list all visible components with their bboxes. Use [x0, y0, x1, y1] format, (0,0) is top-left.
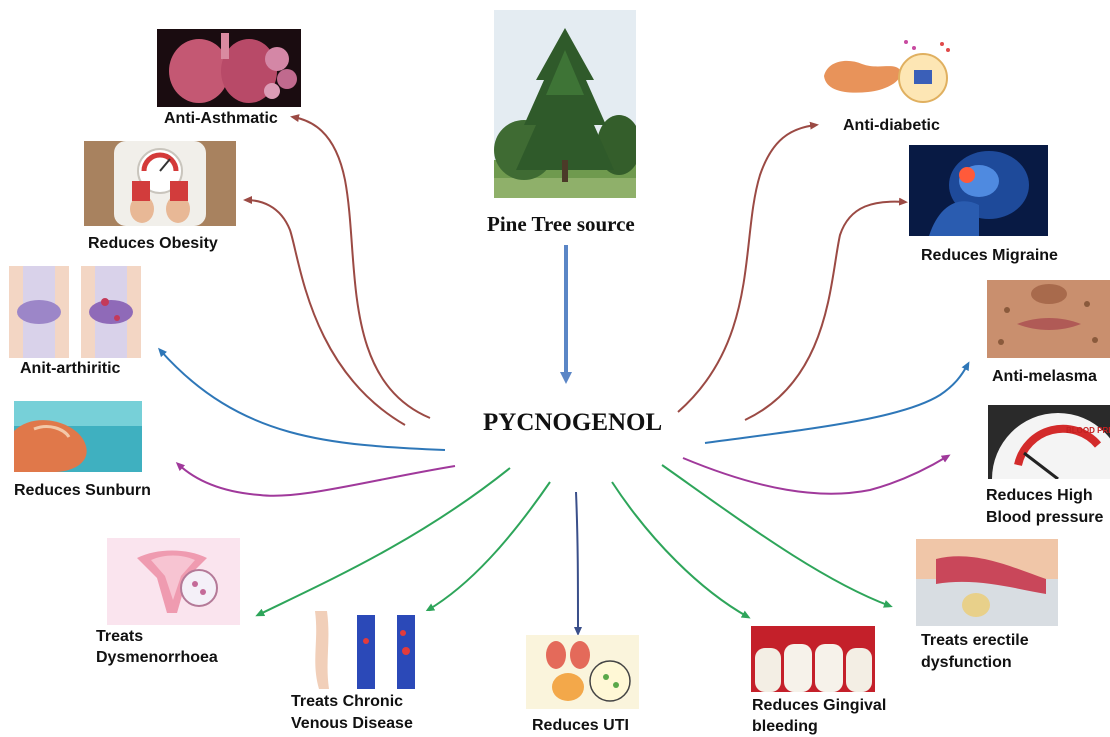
blood-pressure-label-line2: Blood pressure — [986, 509, 1104, 526]
arrow-anti-diabetic — [677, 121, 819, 413]
arrow-dysmenorrhoea — [255, 467, 511, 617]
reduces-obesity-label: Reduces Obesity — [88, 235, 218, 252]
center-label: PYCNOGENOL — [483, 409, 663, 436]
anti-melasma-label: Anti-melasma — [992, 368, 1097, 385]
anti-arthritic-label: Anit-arthiritic — [20, 360, 121, 377]
anti-asthmatic-label: Anti-Asthmatic — [164, 110, 278, 127]
arrow-gingival — [611, 481, 751, 619]
arrow-anti-melasma — [704, 361, 970, 444]
sunburn-image — [14, 401, 142, 472]
pancreas-cell-image — [818, 30, 959, 114]
erectile-label-line1: Treats erectile — [921, 632, 1029, 649]
gauge-text: BLOOD PRESSURE — [1066, 426, 1110, 435]
arrow-venous — [425, 481, 551, 612]
source-label: Pine Tree source — [487, 212, 635, 236]
venous-label-line1: Treats Chronic — [291, 693, 404, 710]
anti-diabetic-label: Anti-diabetic — [843, 117, 940, 134]
pine-tree-image — [494, 10, 636, 198]
arrow-erectile — [661, 464, 893, 608]
uterus-image — [107, 538, 240, 625]
reduces-sunburn-label: Reduces Sunburn — [14, 482, 151, 499]
uti-label: Reduces UTI — [532, 717, 629, 734]
migraine-image — [909, 145, 1048, 236]
male-anatomy-image — [916, 539, 1058, 626]
erectile-label-line2: dysfunction — [921, 654, 1012, 671]
arrow-blood-pressure — [682, 454, 951, 495]
gingival-label-line1: Reduces Gingival — [752, 697, 887, 714]
dysmenorrhoea-label-line2: Dysmenorrhoea — [96, 649, 218, 666]
lungs-image — [157, 29, 301, 107]
veins-image — [305, 611, 429, 689]
face-melasma-image — [987, 280, 1110, 358]
gums-image — [751, 626, 875, 692]
reduces-migraine-label: Reduces Migraine — [921, 247, 1058, 264]
weighing-scale-image — [84, 141, 236, 226]
dysmenorrhoea-label-line1: Treats — [96, 628, 144, 645]
arrow-anti-arthritic — [158, 347, 446, 451]
gingival-label-line2: bleeding — [752, 718, 818, 735]
arrow-uti — [573, 491, 582, 636]
arrow-reduces-sunburn — [175, 461, 456, 497]
urinary-tract-image — [526, 635, 639, 709]
knee-joint-image — [9, 266, 141, 358]
venous-label-line2: Venous Disease — [291, 715, 413, 732]
blood-pressure-label-line1: Reduces High — [986, 487, 1093, 504]
arrow-migraine — [744, 197, 908, 421]
blood-pressure-gauge-image: BLOOD PRESSURE — [988, 405, 1110, 479]
arrow-reduces-obesity — [243, 196, 406, 426]
arrow-anti-asthmatic — [290, 114, 431, 419]
